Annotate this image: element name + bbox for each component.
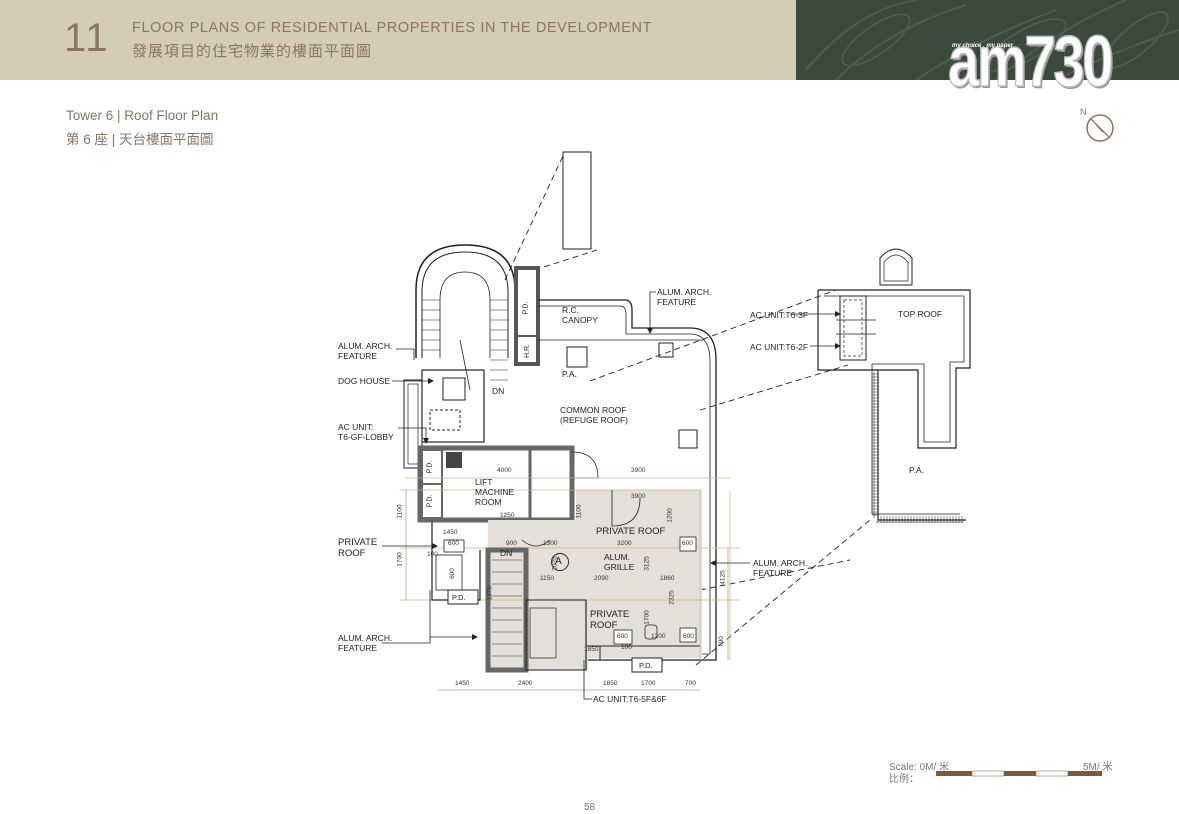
label-rc-canopy: R.C. CANOPY	[562, 305, 598, 325]
dim-1700-b: 1700	[643, 610, 651, 625]
page-number: 58	[584, 802, 596, 813]
scale-bar	[936, 770, 1102, 777]
brand-logo: am730	[947, 22, 1114, 102]
dim-1375: 1375	[486, 586, 494, 601]
label-pd-5: P.D.	[426, 494, 434, 508]
label-private-roof-small: PRIVATE ROOF	[590, 609, 630, 631]
brand-tagline: my choice . my paper	[952, 43, 1014, 49]
label-alum-arch-feature-4: ALUM. ARCH. FEATURE	[753, 558, 808, 578]
label-pd-3: P.D.	[522, 301, 530, 315]
dim-1700: 1700	[396, 552, 404, 567]
label-lift-machine-room: LIFT MACHINE ROOM	[475, 477, 515, 507]
dim-600-e: 600	[448, 568, 456, 579]
label-circle-a: A	[555, 556, 562, 567]
label-hr: H.R.	[524, 344, 531, 358]
dim-3900-b: 3900	[631, 493, 646, 500]
label-alum-arch-feature-1: ALUM. ARCH. FEATURE	[338, 341, 393, 361]
label-pa-1: P.A.	[562, 369, 577, 379]
dim-1860: 1860	[660, 575, 675, 582]
dim-900: 900	[506, 540, 517, 547]
dim-1100-b: 1100	[575, 504, 583, 519]
dim-1650-b: 1650	[584, 646, 599, 653]
label-ac-unit-3f: AC UNIT:T6-3F	[750, 310, 809, 320]
dim-1100-a: 1100	[396, 504, 404, 519]
dim-1650: 1650	[603, 680, 618, 687]
label-dn-2: DN	[500, 548, 513, 558]
dim-2025: 2025	[551, 556, 559, 571]
dim-600-d: 600	[683, 633, 694, 640]
label-pd-4: P.D.	[426, 460, 434, 474]
dim-100-b: 100	[621, 644, 632, 651]
dim-1250: 1250	[500, 512, 515, 519]
brand-panel	[796, 0, 1179, 80]
dim-1700-c: 1700	[641, 680, 656, 687]
label-private-roof-left: PRIVATE ROOF	[338, 537, 378, 559]
label-pd-2: P.D.	[639, 661, 653, 670]
label-pa-2: P.A.	[909, 465, 924, 475]
dim-100-a: 100	[427, 551, 438, 558]
section-title-zh: 發展項目的住宅物業的樓面平面圖	[132, 43, 373, 60]
dim-2090: 2090	[594, 575, 609, 582]
scale-label-zh: 比例：	[889, 774, 919, 785]
plan-title-en: Tower 6 | Roof Floor Plan	[66, 108, 219, 123]
label-dn-1: DN	[492, 386, 505, 396]
dim-1450-b: 1450	[455, 680, 470, 687]
label-ac-unit-gf: AC UNIT: T6-GF-LOBBY	[338, 422, 394, 442]
label-alum-arch-feature-2: ALUM. ARCH. FEATURE	[338, 633, 393, 653]
dim-4000: 4000	[497, 467, 512, 474]
label-private-roof-main: PRIVATE ROOF	[596, 526, 666, 537]
dim-3125: 3125	[643, 556, 651, 571]
dim-600-a: 600	[448, 540, 459, 547]
dim-1150: 1150	[540, 575, 554, 582]
section-title-en: FLOOR PLANS OF RESIDENTIAL PROPERTIES IN…	[132, 20, 652, 36]
dim-3900-a: 3900	[631, 467, 646, 474]
label-alum-arch-feature-3: ALUM. ARCH. FEATURE	[657, 287, 712, 307]
leaf-pattern	[805, 0, 1179, 80]
dim-1200-b: 1200	[651, 633, 666, 640]
dim-700-a: 700	[717, 636, 725, 647]
north-arrow-icon	[1086, 114, 1114, 142]
dim-600-b: 600	[682, 540, 693, 547]
plan-title-zh: 第 6 座 | 天台樓面平面圖	[66, 132, 214, 147]
north-label: N	[1080, 107, 1087, 117]
label-pd-1: P.D.	[452, 593, 466, 602]
dim-2400: 2400	[518, 680, 533, 687]
dim-1450-a: 1450	[443, 529, 458, 536]
section-number: 11	[64, 16, 110, 60]
label-top-roof: TOP ROOF	[898, 309, 943, 319]
label-alum-grille: ALUM. GRILLE	[604, 552, 635, 572]
label-ac-unit-2f: AC UNIT:T6-2F	[750, 342, 809, 352]
dim-600-c: 600	[617, 633, 628, 640]
label-common-roof: COMMON ROOF (REFUGE ROOF)	[560, 405, 628, 425]
header-band	[0, 0, 796, 80]
dim-1300: 1300	[543, 540, 558, 547]
dim-3200: 3200	[617, 540, 632, 547]
scale-label-right: 5M/ 米	[1083, 762, 1113, 773]
dim-700-b: 700	[685, 680, 696, 687]
dim-2325: 2325	[668, 590, 676, 605]
dim-1200: 1200	[666, 508, 674, 523]
label-ac-unit-5f6f: AC UNIT:T6-5F&6F	[593, 694, 667, 704]
scale-label-left: Scale: 0M/ 米	[889, 762, 950, 773]
label-dog-house: DOG HOUSE	[338, 376, 390, 386]
dim-4125: 4125	[719, 570, 727, 585]
